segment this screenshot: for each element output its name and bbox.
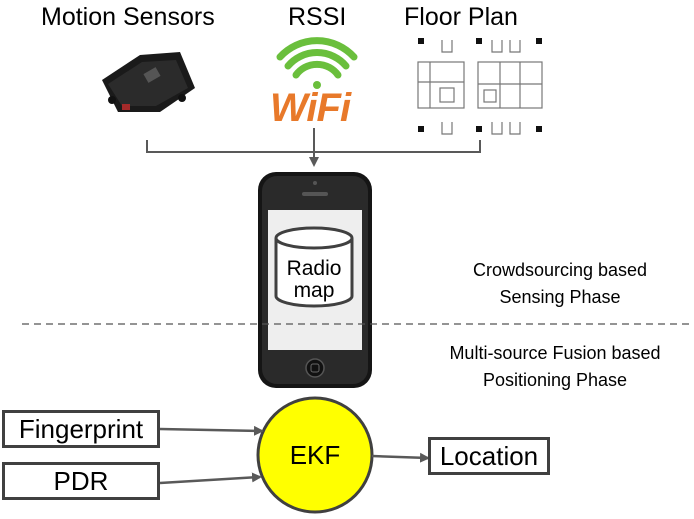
sensing-phase-label: Crowdsourcing based Sensing Phase (420, 257, 694, 311)
pdr-label: PDR (53, 465, 109, 496)
radio-map-line2: map (293, 279, 335, 302)
radio-map-label: Radio map (276, 258, 352, 302)
ekf-node-shape (256, 396, 374, 514)
positioning-phase-line1: Multi-source Fusion based (449, 343, 661, 363)
fingerprint-label: Fingerprint (18, 413, 144, 444)
sensing-phase-line1: Crowdsourcing based (472, 260, 648, 280)
pdr-input-box: PDR (2, 462, 160, 500)
radio-map-database-icon (274, 226, 354, 308)
radio-map-line1: Radio (286, 257, 342, 280)
fingerprint-input-box: Fingerprint (2, 410, 160, 448)
sensing-phase-line2: Sensing Phase (499, 287, 621, 307)
floor-plan-image (417, 38, 543, 135)
motion-sensors-title: Motion Sensors (41, 3, 215, 31)
motion-sensor-device-image (102, 52, 195, 112)
location-output-box: Location (428, 437, 550, 475)
wifi-logo-image (276, 37, 358, 89)
location-label: Location (439, 440, 539, 471)
wifi-logo-text: WiFi (270, 86, 351, 130)
source-merge-connector (146, 128, 481, 167)
ekf-arrows (159, 425, 430, 485)
ekf-label: EKF (289, 440, 341, 470)
positioning-phase-line2: Positioning Phase (482, 370, 628, 390)
floor-plan-title: Floor Plan (404, 3, 518, 31)
positioning-phase-label: Multi-source Fusion based Positioning Ph… (420, 340, 690, 394)
rssi-title: RSSI (288, 3, 347, 31)
